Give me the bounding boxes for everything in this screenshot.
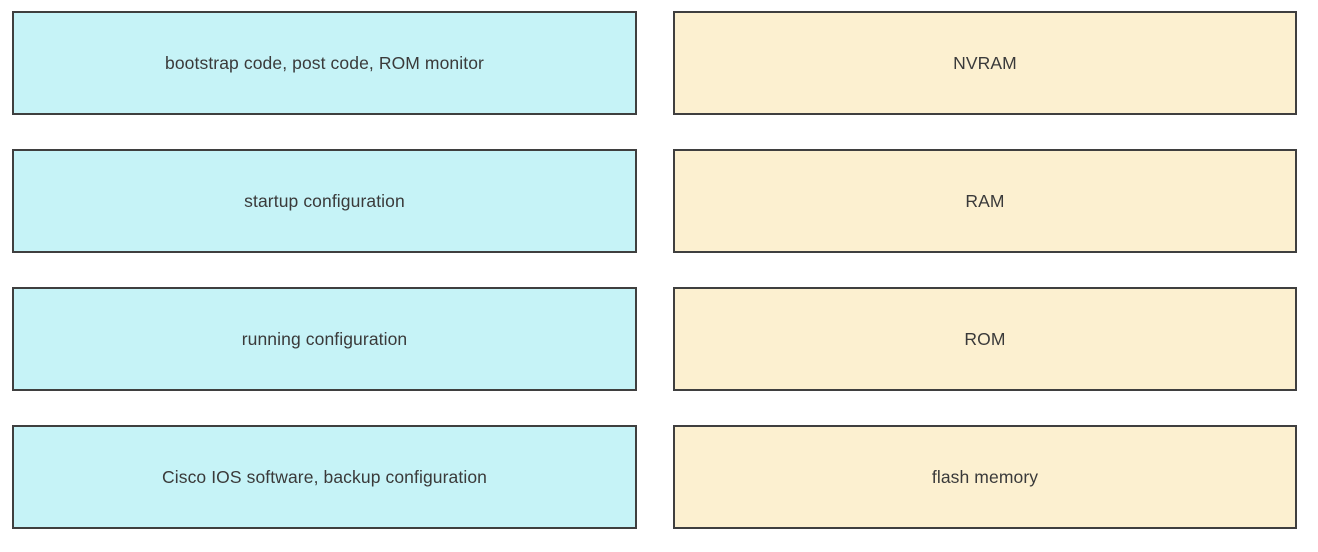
drag-item-cisco-ios-software[interactable]: Cisco IOS software, backup configuration — [12, 425, 637, 529]
drop-target-ram[interactable]: RAM — [673, 149, 1297, 253]
drop-target-rom[interactable]: ROM — [673, 287, 1297, 391]
drag-item-startup-configuration[interactable]: startup configuration — [12, 149, 637, 253]
target-column: NVRAM RAM ROM flash memory — [673, 11, 1297, 529]
drop-target-flash-memory[interactable]: flash memory — [673, 425, 1297, 529]
drop-target-nvram[interactable]: NVRAM — [673, 11, 1297, 115]
source-column: bootstrap code, post code, ROM monitor s… — [12, 11, 637, 529]
drag-item-running-configuration[interactable]: running configuration — [12, 287, 637, 391]
drag-item-bootstrap-code[interactable]: bootstrap code, post code, ROM monitor — [12, 11, 637, 115]
